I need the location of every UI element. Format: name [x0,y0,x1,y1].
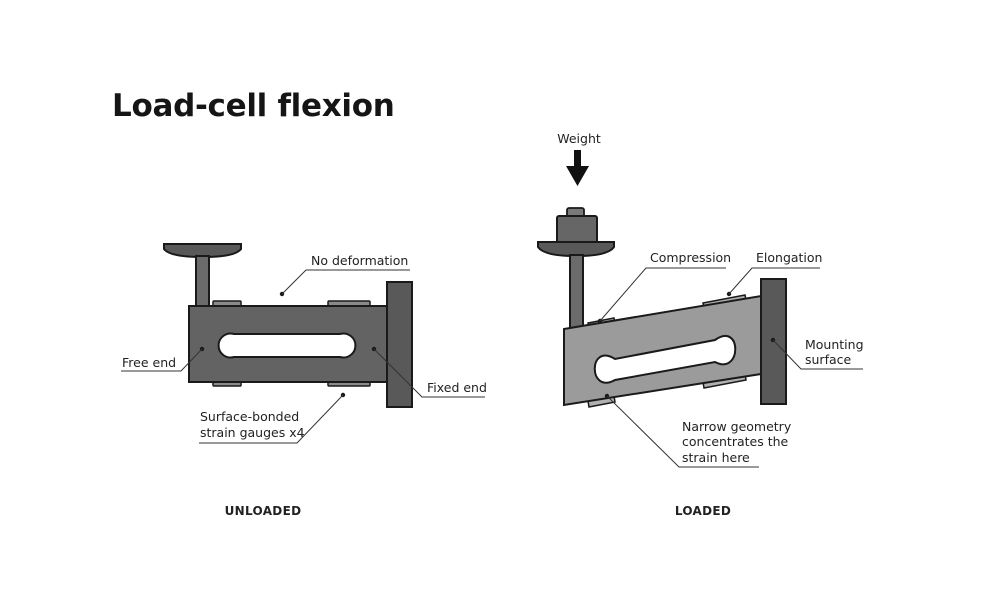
narrow-geometry-label-line3: strain here [682,450,750,465]
loaded-stem [569,254,584,331]
fixed-end-leader [373,348,485,398]
strain-gauges-label-line1: Surface-bonded [200,409,299,424]
narrow-geometry-label-line2: concentrates the [682,434,789,449]
narrow-geometry-leader [606,395,759,468]
no-deformation-leader [281,269,410,295]
mounting-surface-label-line2: surface [805,352,852,367]
elongation-leader [728,267,820,295]
unloaded-stem [195,255,210,307]
compression-leader [599,267,726,322]
loaded-platform [537,241,615,258]
fixed-end-label: Fixed end [427,380,487,395]
weight-arrow-head [566,166,589,186]
unloaded-caption: UNLOADED [225,504,302,518]
weight-arrow-shaft [574,150,581,168]
elongation-label: Elongation [756,250,822,265]
strain-gauges-label-line2: strain gauges x4 [200,425,305,440]
free-end-label: Free end [122,355,176,370]
unloaded-load-cell: No deformation Free end Fixed end Surfac… [121,243,487,518]
mounting-surface-label-line1: Mounting [805,337,864,352]
diagram-title: Load-cell flexion [112,88,395,124]
mounting-surface-leader [772,339,863,370]
weight-label: Weight [557,131,601,146]
no-deformation-label: No deformation [311,253,408,268]
strain-gauges-leader [199,394,344,444]
loaded-load-cell: Weight Compression El [537,131,864,518]
unloaded-mounting-plate [386,281,413,408]
loaded-knob-block [556,215,598,244]
unloaded-body [188,305,388,383]
narrow-geometry-label-line1: Narrow geometry [682,419,792,434]
loaded-caption: LOADED [675,504,731,518]
loaded-body [563,294,762,407]
free-end-leader [121,348,203,372]
compression-label: Compression [650,250,731,265]
